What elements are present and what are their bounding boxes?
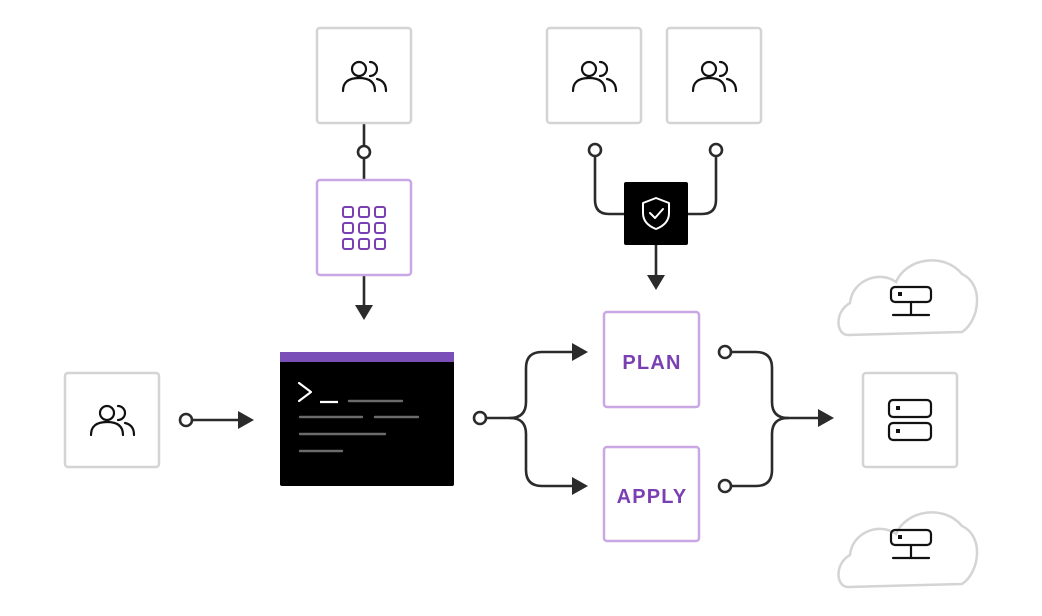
apply-label: APPLY: [617, 486, 688, 508]
plan-step-box: PLAN: [602, 310, 701, 409]
terminal-code-lines: [298, 399, 420, 453]
connector-apply-to-infra: [729, 416, 790, 488]
policy-box: [624, 182, 688, 245]
cloud-provider-top: [837, 259, 979, 337]
apply-step-box: APPLY: [602, 445, 701, 543]
connector-dot: [472, 410, 488, 426]
connector-dot: [356, 144, 372, 160]
grid-icon: [342, 206, 386, 250]
connector-team-a-to-policy: [593, 154, 626, 216]
connector-dot: [717, 344, 733, 360]
terminal-title-bar: [280, 352, 454, 362]
connector-dot: [587, 142, 603, 158]
connector-dot: [717, 478, 733, 494]
arrow-head-right: [818, 409, 834, 427]
arrow-head-right: [238, 411, 254, 429]
prompt-icon: [297, 381, 313, 403]
connector-team-b-to-policy: [686, 154, 718, 216]
arrow-head-right: [572, 343, 588, 361]
connector-terminal-to-plan: [484, 350, 576, 420]
module-registry-box: [315, 178, 413, 277]
arrow-head-down: [647, 275, 665, 290]
users-box-top: [315, 26, 413, 125]
server-stack-box: [861, 371, 959, 469]
connector-terminal-to-apply: [508, 416, 576, 488]
connector-dots: [178, 142, 733, 494]
cloud-provider-bottom: [837, 511, 979, 589]
users-box-team-a: [545, 26, 643, 125]
connector-dot: [708, 142, 724, 158]
arrow-head-down: [355, 305, 373, 320]
terminal-window: [280, 352, 454, 486]
connectors: [189, 122, 834, 495]
plan-label: PLAN: [622, 352, 681, 374]
users-box-team-b: [665, 26, 763, 125]
arrow-head-right: [572, 477, 588, 495]
connector-plan-to-infra: [729, 350, 822, 420]
users-box-left: [63, 371, 161, 469]
shield-check-icon: [642, 197, 670, 230]
connector-dot: [178, 412, 194, 428]
server-stack-icon: [887, 398, 933, 442]
